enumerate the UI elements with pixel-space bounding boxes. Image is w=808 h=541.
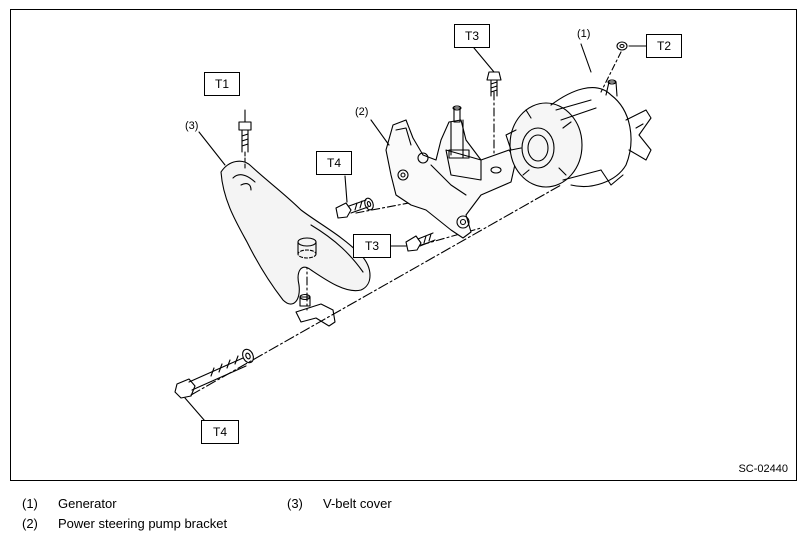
part-label-2: (2)	[355, 106, 369, 118]
t1-bolt	[238, 109, 252, 171]
t4-mid-bolt	[335, 175, 374, 219]
callout-t1: T1	[204, 72, 240, 96]
leader-part-3	[198, 131, 226, 166]
diagram-frame: T1 T2 T3 T3 T4 T4 (1) (2) (3) SC-02440	[10, 9, 797, 481]
leader-part-2	[370, 119, 390, 146]
callout-t4-bottom: T4	[201, 420, 239, 444]
axis-line-t2	[600, 51, 622, 93]
callout-t3-mid: T3	[353, 234, 391, 258]
t2-nut	[616, 41, 628, 51]
callout-t2: T2	[646, 34, 682, 58]
figure-code: SC-02440	[738, 463, 788, 475]
v-belt-cover	[220, 160, 371, 305]
t3-mid-bolt	[405, 232, 436, 252]
callout-t3-top: T3	[454, 24, 490, 48]
legend-number: (1)	[22, 496, 38, 511]
legend-text: Power steering pump bracket	[58, 516, 228, 531]
generator	[505, 79, 652, 188]
legend-number: (3)	[287, 496, 303, 511]
legend-number: (2)	[22, 516, 38, 531]
part-label-3: (3)	[185, 120, 199, 132]
exploded-view-drawing	[174, 41, 652, 429]
legend-text: V-belt cover	[323, 496, 392, 511]
power-steering-pump-bracket	[385, 105, 517, 239]
legend-text: Generator	[58, 496, 117, 511]
t3-top-bolt	[486, 71, 502, 97]
t4-long-bolt	[174, 348, 254, 429]
part-label-1: (1)	[577, 28, 591, 40]
leader-t3-top	[473, 47, 495, 73]
cover-lower-bracket	[295, 293, 336, 327]
assembly-axis-line	[190, 184, 562, 396]
leader-part-1	[580, 43, 592, 73]
callout-t4-mid: T4	[316, 151, 352, 175]
